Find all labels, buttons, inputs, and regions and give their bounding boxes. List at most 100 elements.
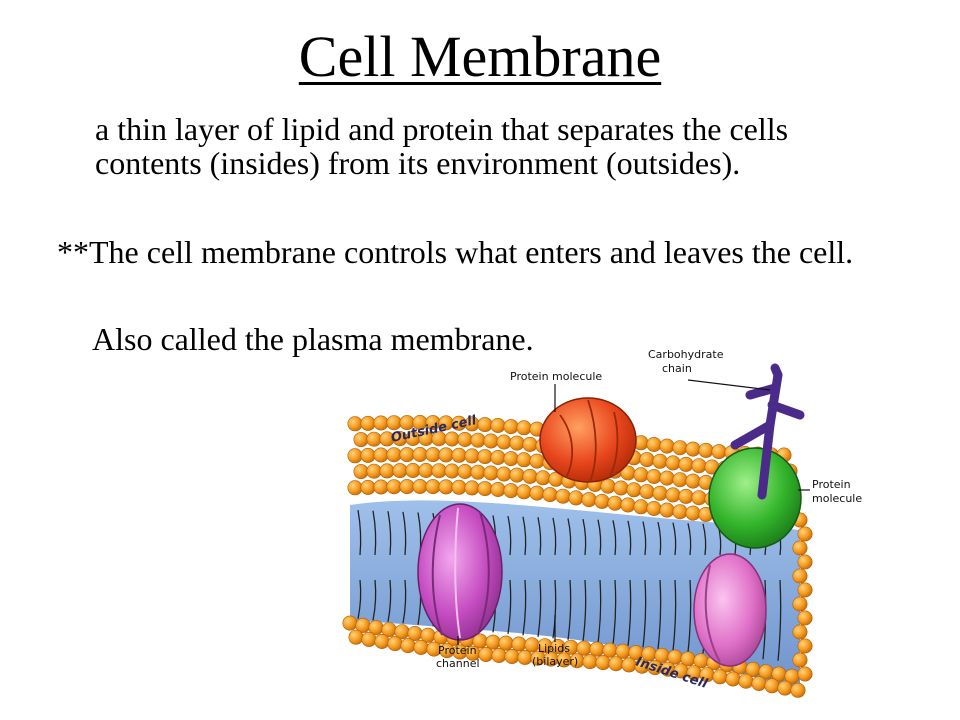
lipid-head [698,442,714,458]
lipid-tail [507,515,512,556]
lipid-head [451,447,467,463]
lipid-tail [552,517,557,556]
lipid-tail [687,579,692,652]
lipid-head [535,470,551,486]
lipid-head [646,501,662,517]
lipid-head [387,636,403,652]
lipid-head [457,432,473,448]
lipid-head [509,435,525,451]
lipid-head [639,484,655,500]
lipid-head [374,633,390,649]
lipid-tail [582,579,587,642]
label-protein-channel-2: channel [436,657,480,670]
lipid-head [725,671,741,687]
lipid-head [418,463,434,479]
lipid-tail [357,509,362,556]
lipid-head [483,465,499,481]
lipid-head [594,493,610,509]
lipid-head [498,635,514,651]
lipid-head [470,432,486,448]
lipid-head [607,495,623,511]
label-carbohydrate: Carbohydrate [648,348,724,361]
protein-channel [417,503,503,641]
carbohydrate-chain [730,363,805,500]
lipid-head [503,419,519,435]
lipid-head [792,624,808,640]
lipid-head [797,666,813,682]
lipid-head [652,453,668,469]
lipid-head [797,638,813,654]
lipid-head [659,470,675,486]
label-carbohydrate-chain: chain [662,362,692,375]
lipid-head [711,444,727,460]
lipid-head [777,680,793,696]
label-lipids: Lipids [538,642,570,655]
lipid-head [438,479,454,495]
lipid-head [792,652,808,668]
lipid-head [659,438,675,454]
lipid-head [639,452,655,468]
lipid-head [568,490,584,506]
lipid-head [509,467,525,483]
lipid-tail [537,579,542,637]
lipid-head [764,678,780,694]
lipid-head [589,641,605,657]
lipid-tail [567,518,572,556]
lipid-tail [372,510,377,556]
lipid-head [672,440,688,456]
lipid-head [373,447,389,463]
lipid-tail [672,579,677,651]
lipid-head [522,468,538,484]
lipid-head [751,675,767,691]
lipid-head [685,441,701,457]
lipid-head [490,418,506,434]
lipid-head [615,643,631,659]
protein-molecule-green [708,447,802,549]
lipid-head [477,481,493,497]
lipid-head [626,482,642,498]
lipid-tail [597,579,602,643]
cell-membrane-diagram: Carbohydrate chain Protein molecule Outs… [342,348,862,698]
lipid-head [691,458,707,474]
lipid-tail [657,579,662,649]
lipid-tail [522,579,527,636]
lipid-head [464,480,480,496]
lipid-head [405,463,421,479]
lipid-tail [612,520,617,556]
lipid-head [672,472,688,488]
lipid-head [360,479,376,495]
lipid-head [444,463,460,479]
lipid-tail [357,579,362,619]
lipid-tail [507,579,512,634]
lipid-head [347,480,363,496]
lipid-head [485,634,501,650]
lipid-tail [642,521,647,556]
lipid-head [451,479,467,495]
lipid-head [511,636,527,652]
lipid-tail [687,523,692,556]
lipid-head [504,648,520,664]
lipid-head [412,479,428,495]
lipid-head [555,488,571,504]
label-protein-right-1: Protein [812,478,851,491]
lipid-head [373,479,389,495]
lipid-head [496,434,512,450]
lipid-head [400,638,416,654]
lipid-head [470,464,486,480]
lipid-head [503,483,519,499]
lipid-head [678,456,694,472]
lipid-head [672,504,688,520]
lipid-head [425,447,441,463]
lipid-tail [402,579,407,624]
lipid-head [386,479,402,495]
lipid-head [490,450,506,466]
lipid-head [517,649,533,665]
lipid-tail [657,521,662,556]
lipid-tail [522,516,527,556]
lipid-head [360,447,376,463]
lipid-head [348,629,364,645]
lipid-head [646,437,662,453]
lipid-head [685,473,701,489]
lipid-head [353,432,369,448]
